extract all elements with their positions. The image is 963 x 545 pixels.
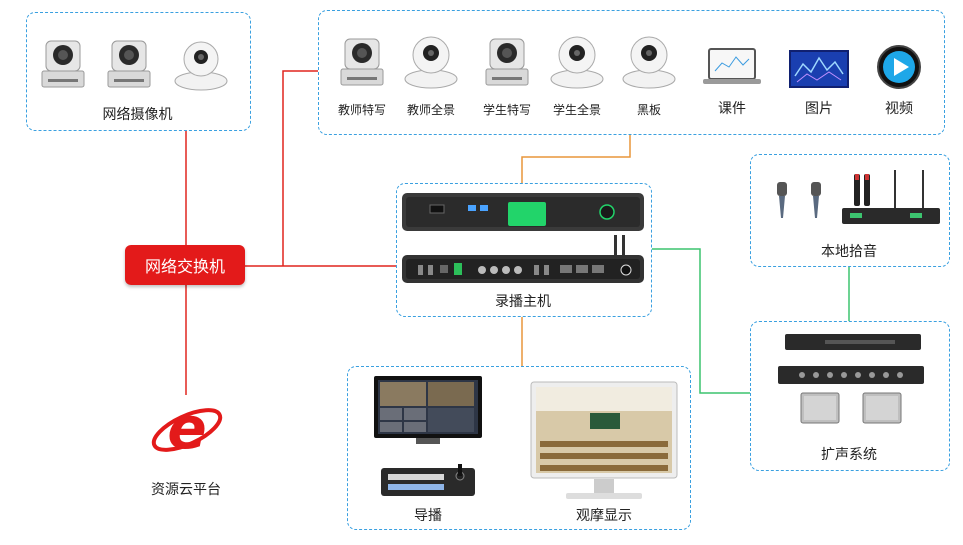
- source-label-teacher-closeup: 教师特写: [337, 103, 386, 117]
- svg-text:e: e: [167, 394, 206, 462]
- speaker-icon: [800, 392, 840, 424]
- video-play-icon: [877, 45, 921, 89]
- director-keyboard-icon: [381, 464, 475, 496]
- viewing-display-icon: [530, 381, 678, 499]
- cloud-platform-logo-icon: e: [151, 394, 223, 462]
- network-cameras-label: 网络摄像机: [102, 107, 173, 123]
- dome-camera-icon: [550, 36, 604, 89]
- network-switch: 网络交换机: [125, 245, 245, 285]
- dome-camera-icon: [174, 41, 228, 91]
- microphone-icon: [777, 182, 787, 218]
- speaker-icon: [862, 392, 902, 424]
- director-label: 导播: [414, 508, 442, 524]
- cloud-platform-label: 资源云平台: [151, 482, 221, 498]
- ptz-camera-icon: [485, 38, 529, 86]
- local-audio-label: 本地拾音: [821, 244, 877, 260]
- recorder-label: 录播主机: [495, 294, 551, 310]
- mixer-device: [785, 334, 921, 350]
- ptz-camera-icon: [107, 40, 151, 88]
- amplifier-device: [778, 366, 924, 384]
- source-label-blackboard: 黑板: [636, 103, 661, 117]
- microphone-icon: [811, 182, 821, 218]
- viewing-label: 观摩显示: [576, 508, 632, 524]
- source-label-student-closeup: 学生特写: [482, 103, 531, 117]
- recorder-front-device: [402, 193, 644, 231]
- picture-icon: [789, 50, 849, 88]
- source-label-student-wide: 学生全景: [552, 103, 601, 117]
- source-label-courseware: 课件: [718, 101, 746, 117]
- ptz-camera-icon: [340, 38, 384, 86]
- amplification-label: 扩声系统: [821, 447, 877, 463]
- source-label-teacher-wide: 教师全景: [406, 103, 455, 117]
- wireless-receiver-icon: [842, 170, 940, 224]
- laptop-icon: [703, 48, 761, 84]
- source-label-picture: 图片: [805, 101, 833, 117]
- ptz-camera-icon: [41, 40, 85, 88]
- recorder-rear-device: [402, 235, 644, 283]
- source-label-video: 视频: [885, 101, 913, 117]
- director-monitor-icon: [374, 376, 482, 444]
- dome-camera-icon: [404, 36, 458, 89]
- dome-camera-icon: [622, 36, 676, 89]
